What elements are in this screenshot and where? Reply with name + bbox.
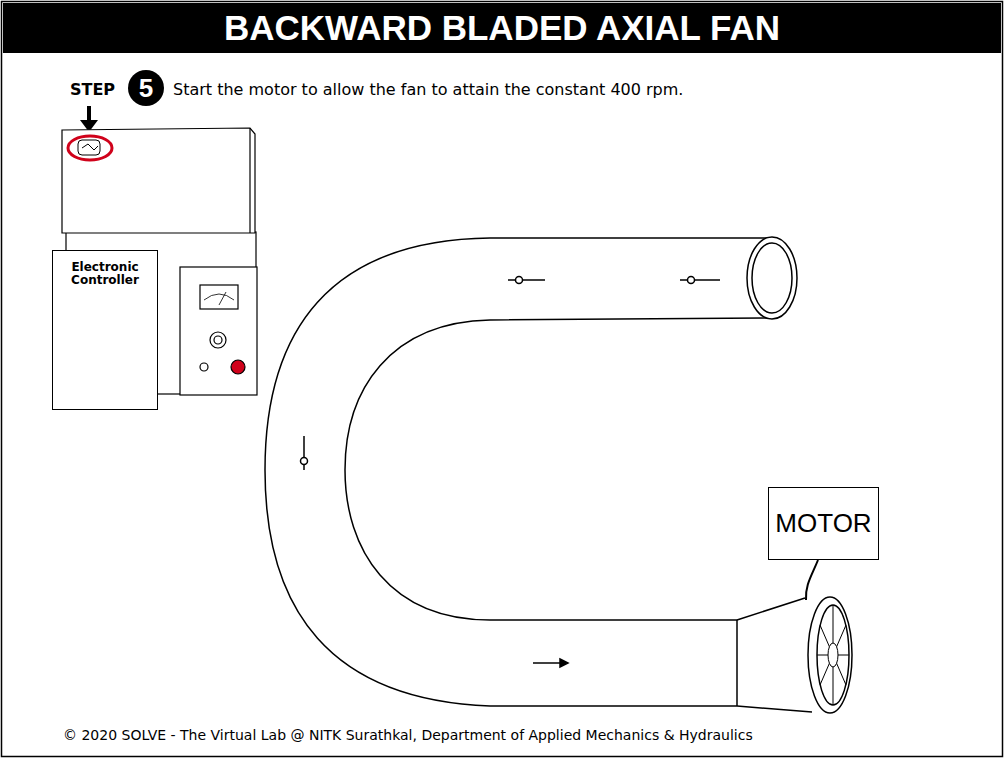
step-number: 5 (128, 70, 164, 106)
title-bar (3, 3, 1001, 53)
node-text: MOTOR (775, 508, 871, 539)
step-label: STEP (70, 80, 115, 99)
probe (301, 277, 721, 668)
node-text: Electronic Controller (59, 261, 151, 286)
node-text: 5 (139, 73, 153, 104)
motor-box: MOTOR (768, 487, 879, 560)
caption: © 2020 SOLVE - The Virtual Lab @ NITK Su… (63, 727, 753, 743)
controller-box: Electronic Controller (52, 250, 158, 410)
title: BACKWARD BLADED AXIAL FAN (3, 3, 1001, 53)
pointer-arrow (80, 106, 98, 132)
instruction: Start the motor to allow the fan to atta… (173, 80, 683, 99)
duct (265, 237, 852, 713)
motor-wire (806, 560, 818, 600)
